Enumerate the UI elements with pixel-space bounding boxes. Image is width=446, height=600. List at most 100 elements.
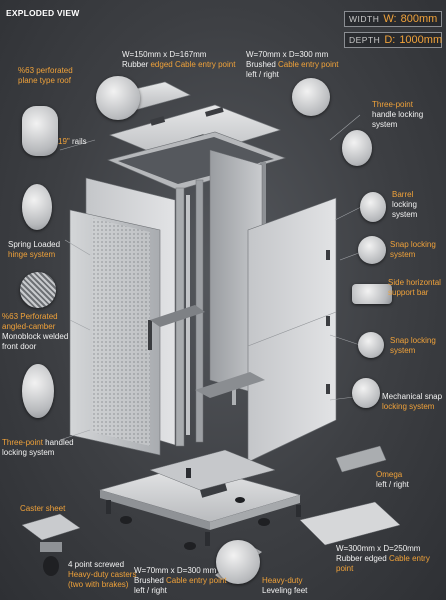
three-point-bottom-label: Three-point handled locking system — [2, 438, 74, 458]
label-text: system — [392, 210, 418, 219]
label-text: Leveling feet — [262, 586, 308, 595]
rails-label: 19" rails — [58, 137, 87, 147]
label-text: Snap locking — [390, 336, 436, 345]
label-text: plane type roof — [18, 76, 71, 85]
label-text: (two with brakes) — [68, 580, 129, 589]
top-brush-entry-label: W=70mm x D=300 mm Brushed Cable entry po… — [246, 50, 339, 80]
label-text: rails — [69, 137, 87, 146]
label-text: locking system — [382, 402, 435, 411]
handle-locking-detail — [342, 130, 372, 166]
label-text: angled-camber — [2, 322, 56, 331]
label-text: W=150mm x D=167mm — [122, 50, 207, 59]
label-text: handle locking — [372, 110, 424, 119]
depth-key: DEPTH — [349, 35, 381, 45]
depth-dimension-box: DEPTH D: 1000mm — [344, 32, 442, 48]
bottom-brush-entry-label: W=70mm x D=300 mm Brushed Cable entry po… — [134, 566, 227, 596]
side-door-right — [247, 197, 337, 463]
width-dimension-box: WIDTH W: 800mm — [344, 11, 442, 27]
label-text: front door — [2, 342, 37, 351]
snap-lock-detail-2 — [358, 332, 384, 358]
label-text: W=70mm x D=300 mm — [246, 50, 329, 59]
label-text: left / right — [246, 70, 279, 79]
label-text: %63 Perforated — [2, 312, 58, 321]
roof-cable-entry-label: W=150mm x D=167mm Rubber edged Cable ent… — [122, 50, 235, 70]
front-door-handle — [148, 320, 152, 350]
label-text: 19" — [58, 137, 70, 146]
mechanical-snap-detail — [352, 378, 380, 408]
caster-wheel — [43, 556, 59, 576]
mechanical-snap-label: Mechanical snap locking system — [382, 392, 442, 412]
front-door-label: %63 Perforated angled-camber Monoblock w… — [2, 312, 68, 352]
perforated-roof-label: %63 perforated plane type roof — [18, 66, 73, 86]
depth-value: 1000mm — [399, 34, 443, 46]
label-text: edged Cable entry point — [150, 60, 236, 69]
label-text: locking system — [2, 448, 55, 457]
floor-plate — [149, 449, 276, 491]
support-bar-detail — [352, 284, 392, 304]
label-text: Spring Loaded — [8, 240, 61, 249]
omega-bar — [335, 445, 387, 473]
label-text: Cable entry — [388, 554, 430, 563]
bottom-cable-entry-plate — [299, 501, 401, 546]
mesh-detail — [20, 272, 56, 308]
label-text: W=300mm x D=250mm — [336, 544, 421, 553]
label-text: %63 perforated — [18, 66, 73, 75]
label-text: system — [390, 250, 416, 259]
label-text: Heavy-duty casters — [68, 570, 137, 579]
label-text: left / right — [376, 480, 409, 489]
spring-hinge-label: Spring Loaded hinge system — [8, 240, 60, 260]
label-text: Brushed — [246, 60, 279, 69]
perforated-roof-detail — [96, 76, 140, 120]
width-letter: W: — [383, 13, 397, 25]
label-text: handled — [42, 438, 74, 447]
label-text: Three-point — [372, 100, 413, 109]
three-point-bottom-detail — [22, 364, 54, 418]
three-point-top-detail — [292, 78, 330, 116]
label-text: Barrel — [392, 190, 414, 199]
label-text: Omega — [376, 470, 403, 479]
label-text: system — [372, 120, 398, 129]
depth-letter: D: — [384, 34, 396, 46]
snap-lock-detail-1 — [358, 236, 386, 264]
barrel-lock-label: Barrel locking system — [392, 190, 417, 220]
bottom-rubber-entry-label: W=300mm x D=250mm Rubber edged Cable ent… — [336, 544, 430, 574]
label-text: Rubber — [122, 60, 151, 69]
rails-detail — [22, 106, 58, 156]
spring-hinge-detail — [22, 184, 52, 230]
label-text: hinge system — [8, 250, 56, 259]
label-text: 4 point screwed — [68, 560, 125, 569]
side-support-bar-label: Side horizontal support bar — [388, 278, 441, 298]
label-text: Caster sheet — [20, 504, 66, 513]
label-text: Cable entry point — [278, 60, 339, 69]
snap-lock-label-2: Snap locking system — [390, 336, 436, 356]
label-text: system — [390, 346, 416, 355]
omega-label: Omega left / right — [376, 470, 409, 490]
label-text: W=70mm x D=300 mm — [134, 566, 217, 575]
shelf — [195, 372, 265, 398]
leveling-feet-set — [106, 468, 301, 546]
width-key: WIDTH — [349, 14, 380, 24]
label-text: Cable entry point — [166, 576, 227, 585]
label-text: Snap locking — [390, 240, 436, 249]
label-text: locking — [392, 200, 417, 209]
label-text: Three-point — [2, 438, 43, 447]
snap-lock-label-1: Snap locking system — [390, 240, 436, 260]
label-text: Mechanical snap — [382, 392, 443, 401]
leveling-foot-detail — [216, 540, 260, 584]
label-text: point — [336, 564, 354, 573]
barrel-lock-detail — [360, 192, 386, 222]
casters-set — [120, 497, 270, 550]
label-text: Monoblock welded — [2, 332, 69, 341]
page-title: EXPLODED VIEW — [6, 8, 80, 18]
leveling-feet-label: Heavy-duty Leveling feet — [262, 576, 307, 596]
caster-sheet-label: Caster sheet — [20, 504, 65, 514]
label-text: Rubber edged — [336, 554, 389, 563]
caster-sheet-plate — [21, 513, 81, 541]
casters-label: 4 point screwed Heavy-duty casters (two … — [68, 560, 136, 590]
three-point-top-label: Three-point handle locking system — [372, 100, 423, 130]
label-text: left / right — [134, 586, 167, 595]
label-text: Heavy-duty — [262, 576, 303, 585]
label-text: Brushed — [134, 576, 167, 585]
